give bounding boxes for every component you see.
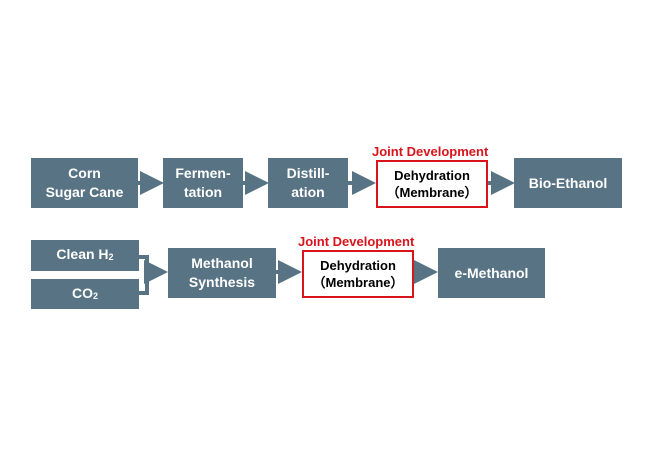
distillation-label-2: ation	[291, 184, 325, 200]
clean-h2-subscript: 2	[108, 252, 114, 262]
co2-text: CO	[71, 284, 93, 301]
fermentation-label-2: tation	[183, 184, 223, 200]
membrane-label-row1: （Membrane）	[386, 185, 478, 200]
synthesis-label: Synthesis	[188, 274, 256, 290]
co2-subscript: 2	[92, 290, 98, 301]
membrane-label-row2: （Membrane）	[312, 275, 404, 290]
sugarcane-label: Sugar Cane	[45, 184, 124, 200]
bracket-inputs	[139, 255, 149, 295]
distillation-box: Distill- ation	[268, 158, 348, 208]
clean-h2-label: Clean H2	[56, 245, 113, 266]
co2-box: CO2	[31, 279, 139, 309]
joint-development-label-row1: Joint Development	[372, 144, 489, 159]
distillation-label-1: Distill-	[286, 165, 330, 181]
corn-label: Corn	[68, 165, 101, 181]
e-methanol-label: e-Methanol	[454, 264, 529, 281]
e-methanol-box: e-Methanol	[438, 248, 545, 298]
dehydration-membrane-box-row2: Dehydration （Membrane）	[302, 250, 414, 298]
methanol-synthesis-box: Methanol Synthesis	[168, 248, 276, 298]
fermentation-box: Fermen- tation	[163, 158, 243, 208]
clean-h2-text: Clean H	[56, 246, 109, 262]
methanol-label: Methanol	[191, 255, 253, 271]
bio-ethanol-box: Bio-Ethanol	[514, 158, 622, 208]
joint-development-label-row2: Joint Development	[298, 234, 415, 249]
co2-label: CO2	[72, 284, 98, 305]
clean-h2-box: Clean H2	[31, 240, 139, 271]
dehydration-label-row2: Dehydration	[320, 258, 396, 273]
corn-sugarcane-box: Corn Sugar Cane	[31, 158, 138, 208]
fermentation-label-1: Fermen-	[175, 165, 231, 181]
bio-ethanol-label: Bio-Ethanol	[528, 174, 608, 191]
dehydration-label-row1: Dehydration	[394, 168, 470, 183]
dehydration-membrane-box-row1: Dehydration （Membrane）	[376, 160, 488, 208]
